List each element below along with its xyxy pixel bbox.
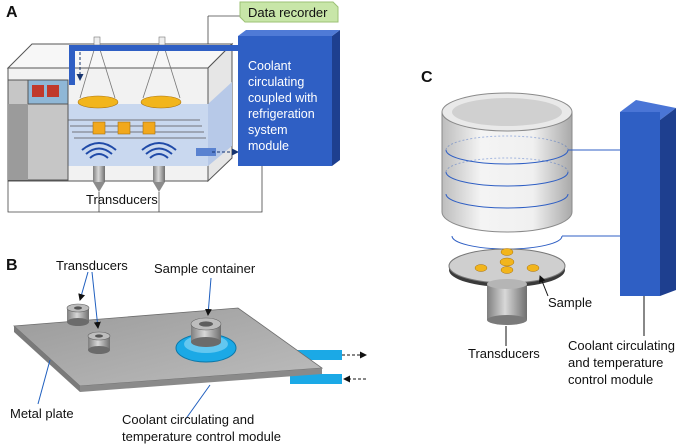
- coolant-temperature-module: [620, 100, 676, 296]
- sample-container-label: Sample container: [154, 261, 256, 276]
- leader-lines-c: [505, 275, 645, 346]
- coolant-label-b-line-1: Coolant circulating and: [122, 412, 254, 427]
- coolant-refrigeration-module: Coolant circulating coupled with refrige…: [238, 30, 340, 166]
- panel-c-letter: C: [421, 69, 433, 86]
- sample-disc: [448, 248, 566, 287]
- panel-b: B: [6, 257, 367, 444]
- transducers-label-c: Transducers: [468, 346, 540, 361]
- wiring: [7, 15, 263, 213]
- coolant-pipes: [69, 45, 240, 156]
- sample-container: [175, 317, 237, 363]
- leader-lines-b: [37, 271, 212, 421]
- metal-plate: [13, 307, 324, 392]
- panel-a-letter: A: [6, 4, 18, 21]
- sample-label: Sample: [548, 295, 592, 310]
- control-panel: [7, 79, 69, 181]
- coolant-label-c-line-3: control module: [568, 372, 653, 387]
- data-recorder-label: Data recorder: [248, 5, 328, 20]
- coolant-label-c-line-1: Coolant circulating: [568, 338, 675, 353]
- suspended-dishes: [77, 36, 182, 109]
- transducer-c: [487, 279, 527, 325]
- coolant-module-line-2: circulating: [248, 75, 304, 89]
- panel-c: C: [421, 69, 676, 387]
- transducer-cylinders: [66, 303, 111, 354]
- ultrasound-wave-icon: [81, 142, 177, 159]
- metal-plate-label: Metal plate: [10, 406, 74, 421]
- sample-cubes: [92, 121, 156, 135]
- transducer-probes: [93, 166, 165, 192]
- transducers-label-b: Transducers: [56, 258, 128, 273]
- coolant-label-c-line-2: and temperature: [568, 355, 663, 370]
- coolant-module-line-5: system: [248, 123, 288, 137]
- data-recorder-box: Data recorder: [239, 1, 339, 23]
- transducers-label-a: Transducers: [86, 192, 158, 207]
- coolant-label-b-line-2: temperature control module: [122, 429, 281, 444]
- coolant-module-line-3: coupled with: [248, 91, 318, 105]
- sample-vessel: [441, 92, 573, 233]
- coolant-module-line-1: Coolant: [248, 59, 292, 73]
- coolant-module-line-4: refrigeration: [248, 107, 315, 121]
- coolant-module-line-6: module: [248, 139, 289, 153]
- panel-a: A: [6, 1, 340, 213]
- panel-b-letter: B: [6, 257, 18, 274]
